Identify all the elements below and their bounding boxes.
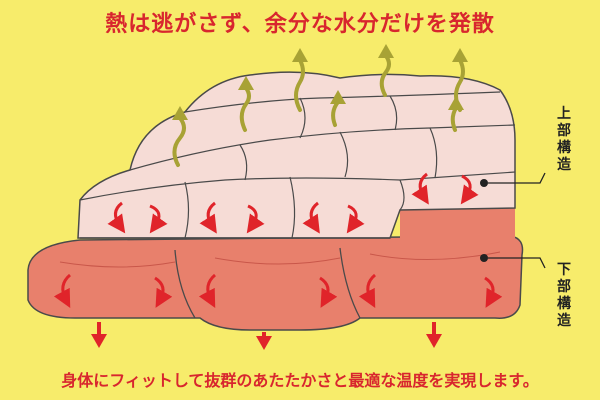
label-leaders (480, 172, 546, 269)
lower-structure-label: 下部構造 (557, 262, 571, 329)
heat-retention-arrows-upper (107, 172, 479, 234)
upper-structure (77, 71, 516, 239)
lower-structure (27, 208, 524, 331)
heat-retention-arrows-lower (53, 273, 503, 308)
vapor-arrowheads (172, 44, 468, 120)
headline: 熱は逃がさず、余分な水分だけを発散 (105, 12, 495, 37)
footer-caption: 身体にフィットして抜群のあたたかさと最適な温度を実現します。 (61, 371, 539, 390)
downward-arrows (91, 322, 442, 350)
upper-structure-label: 上部構造 (557, 106, 571, 173)
